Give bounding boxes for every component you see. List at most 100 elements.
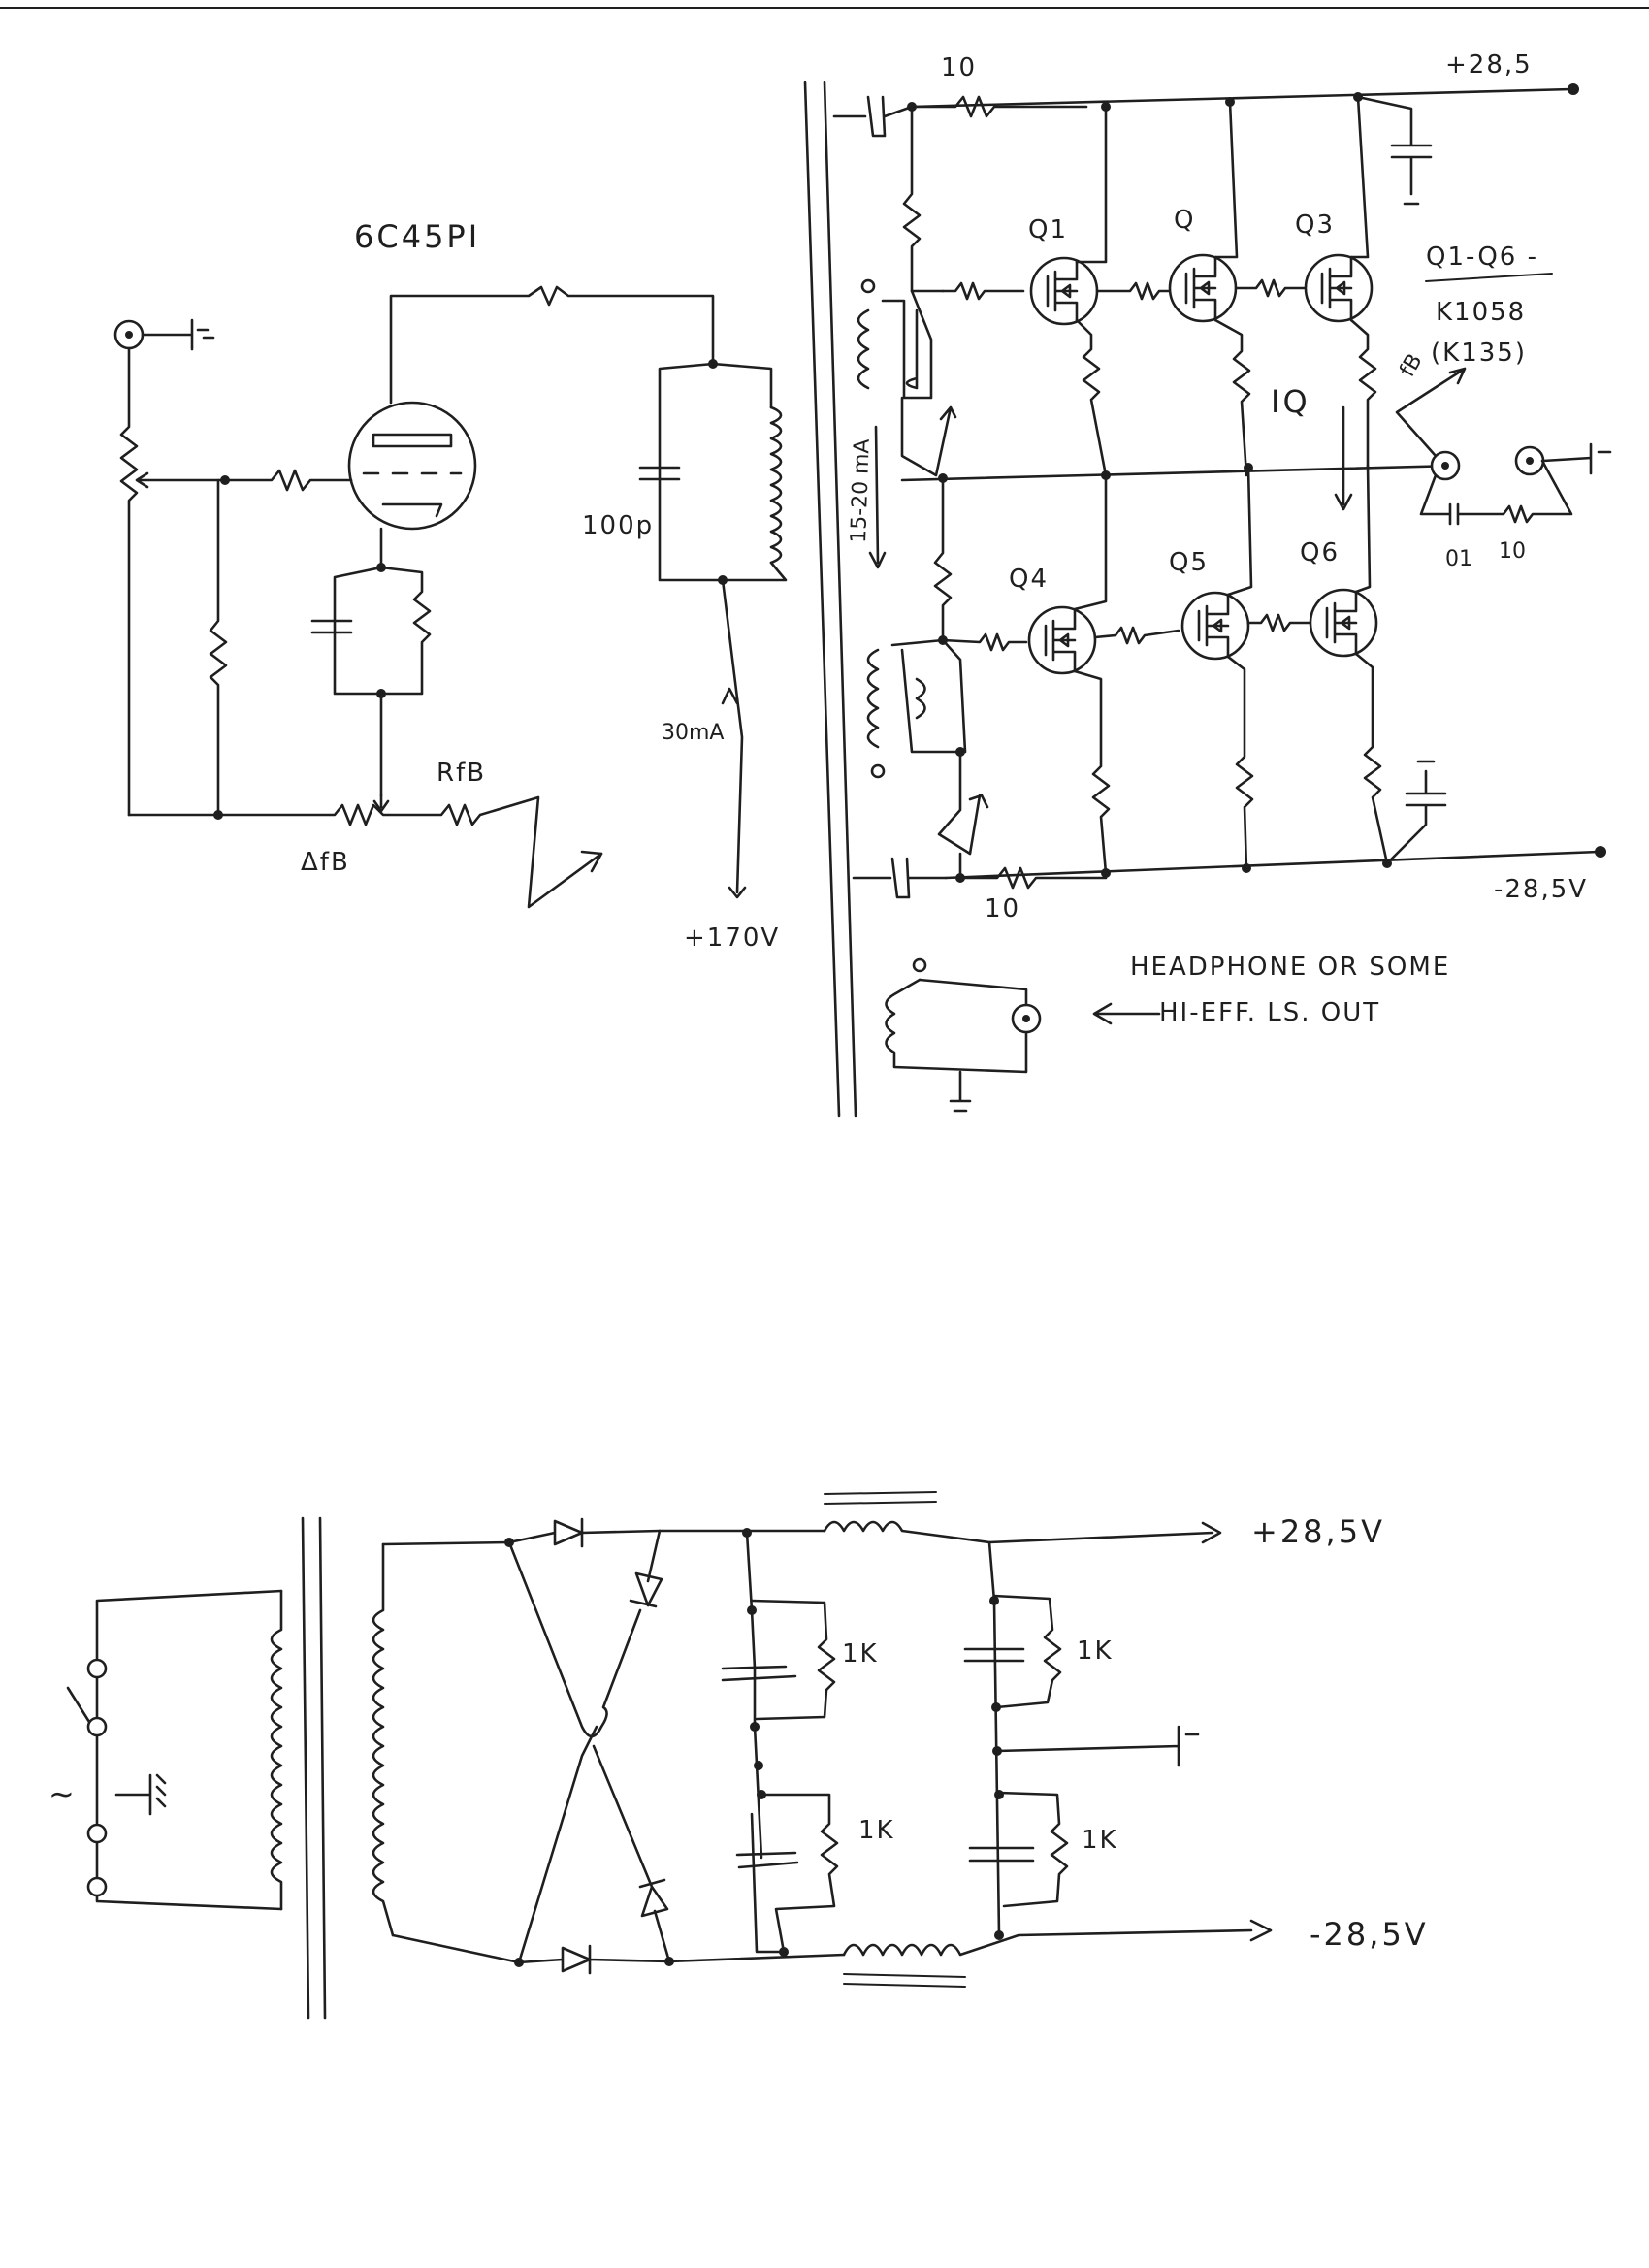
- output-jack-pin: [1441, 462, 1449, 470]
- tube-envelope: [347, 401, 477, 531]
- mains-switch-contact: [86, 1716, 108, 1737]
- q2-label: Q: [1174, 206, 1195, 235]
- secondary-top: [381, 1540, 511, 1546]
- chassis-divider-2: [823, 81, 857, 1118]
- q1-gate-r: [941, 281, 1025, 301]
- bottom-tap: [870, 763, 886, 779]
- bridge-diode-4: [592, 1744, 671, 1963]
- psu-r2-label: 1K: [858, 1816, 895, 1845]
- fb-pot-label: ΔfB: [301, 848, 350, 877]
- cathode-bypass-cap: [310, 619, 353, 634]
- neg-bus: [667, 1953, 846, 1963]
- plate-load-box: [658, 362, 788, 582]
- top-decoupling-cap: [1356, 95, 1433, 206]
- mains-fuse-contact: [86, 1876, 108, 1897]
- fb-arrow: [580, 850, 603, 873]
- input-ground: [141, 318, 215, 351]
- q2-drain: [1213, 100, 1239, 259]
- q3-symbol: [1320, 255, 1353, 322]
- q4-symbol: [1044, 607, 1077, 673]
- plate-lead: [389, 285, 715, 405]
- node: [747, 1605, 757, 1615]
- resistor-r1: [750, 1599, 836, 1721]
- node: [1101, 102, 1111, 112]
- zobel-c-label: 01: [1445, 547, 1472, 571]
- grid-leak-resistor: [209, 478, 228, 817]
- node: [994, 1930, 1004, 1940]
- plate-supply-label: +170V: [684, 923, 780, 953]
- cap-c4: [968, 1846, 1035, 1863]
- part-note-3: (K135): [1431, 339, 1527, 368]
- node: [955, 747, 965, 757]
- transformer-core-1: [301, 1516, 310, 2020]
- resistor-r4: [997, 1791, 1069, 1908]
- positive-rail-end: [1568, 83, 1579, 95]
- q6-drain: [1354, 464, 1372, 594]
- neg-out-arrow: [1249, 1919, 1273, 1942]
- bridge-cross-1: [507, 1540, 642, 1738]
- fb-pot-wiper: [372, 794, 390, 813]
- left-cap-bank: [745, 1531, 786, 1954]
- tube-plate: [372, 433, 453, 448]
- node: [991, 1702, 1001, 1712]
- mains-fuse-contact: [86, 1823, 108, 1844]
- tube-cathode: [381, 502, 443, 518]
- headphone-jack-pin: [1022, 1015, 1030, 1022]
- plate-cap: [638, 466, 681, 481]
- fb-tap-arrow: [1395, 367, 1467, 458]
- bottom-rail-resistor: [958, 866, 1108, 890]
- fb-tap-label: fB: [1396, 350, 1428, 381]
- iq-arrow: [1334, 405, 1353, 511]
- q3-label: Q3: [1295, 211, 1335, 240]
- q5-symbol: [1197, 593, 1230, 659]
- hp-arrow: [1092, 1002, 1161, 1025]
- zobel-network: [1419, 459, 1573, 526]
- cap-c1: [721, 1665, 797, 1682]
- q1-drain: [1075, 105, 1108, 264]
- q1-source-r: [1075, 318, 1108, 477]
- bottom-bias-pot: [937, 750, 989, 856]
- q2-source-r: [1213, 318, 1251, 477]
- headphone-note-2: HI-EFF. LS. OUT: [1159, 998, 1380, 1027]
- q4-drain: [1073, 473, 1108, 611]
- part-note-rule: [1425, 273, 1553, 282]
- top-rail-cap: [832, 95, 914, 138]
- output-ground-jack-pin: [1526, 457, 1534, 465]
- psu-neg-label: -28,5V: [1310, 1916, 1429, 1953]
- q6-symbol: [1325, 590, 1358, 656]
- b-plus-lead: [721, 578, 744, 894]
- tube-label: 6C45PI: [354, 218, 480, 255]
- bottom-decoupling-cap: [1385, 760, 1447, 865]
- top-rail-resistor-label: 10: [941, 53, 977, 82]
- feedback-line: [127, 795, 603, 909]
- top-bias-divider: [902, 105, 945, 293]
- node: [1225, 97, 1235, 107]
- mains-switch[interactable]: [66, 1686, 91, 1724]
- bottom-rail-cap: [852, 857, 948, 899]
- b-plus-end: [728, 886, 747, 899]
- hp-transformer: [885, 978, 1028, 1074]
- part-note-2: K1058: [1436, 298, 1526, 327]
- node: [213, 810, 223, 820]
- resistor-r3: [992, 1594, 1062, 1709]
- q4-mosfet: [1027, 605, 1097, 675]
- q5-label: Q5: [1169, 548, 1209, 577]
- pot-wiper: [135, 471, 227, 489]
- bottom-transformer-secondary: [890, 638, 967, 754]
- fb-resistor-label: RfB: [436, 759, 486, 788]
- mains-primary-loop: [95, 1589, 283, 1911]
- top-transformer-primary: [857, 308, 870, 390]
- mains-switch-contact: [86, 1658, 108, 1679]
- zobel-r-label: 10: [1499, 539, 1526, 564]
- pos-out-arrow: [1201, 1521, 1222, 1544]
- negative-rail-end: [1595, 846, 1606, 858]
- hp-ground: [949, 1070, 972, 1113]
- bias-range-arrow: [868, 425, 887, 569]
- q6-gate-r: [1246, 613, 1311, 632]
- q3-source-r: [1349, 318, 1377, 468]
- bridge-diode-2: [629, 1529, 663, 1608]
- psu-r1-label: 1K: [842, 1639, 879, 1669]
- cathode-network: [333, 566, 432, 696]
- q4-gate-r: [941, 632, 1028, 652]
- psu-ground-tap: [995, 1725, 1200, 1767]
